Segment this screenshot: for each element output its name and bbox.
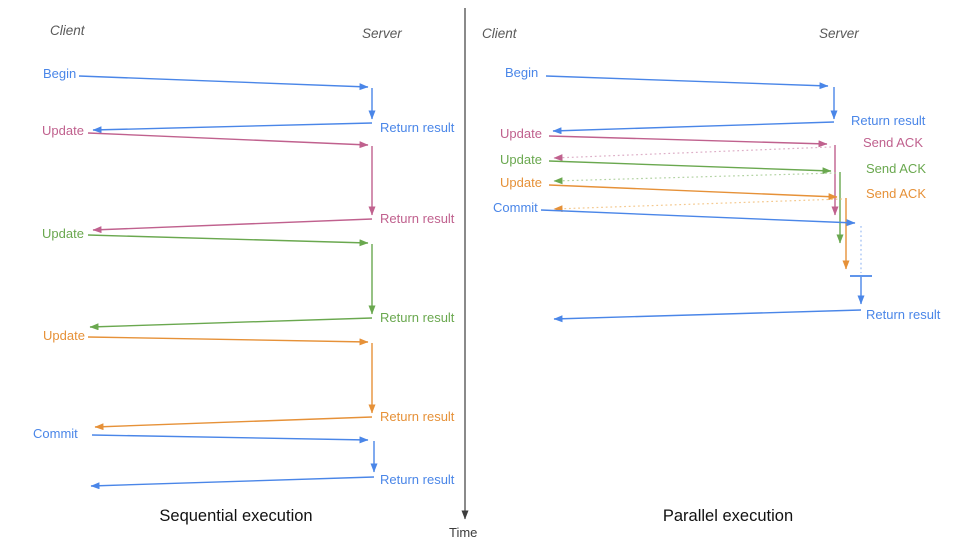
request-line-update1: [548, 135, 828, 148]
return-result-label: Return result: [380, 472, 455, 487]
request-line-update2: [87, 234, 369, 247]
left-caption: Sequential execution: [159, 507, 312, 525]
send-ack-label: Send ACK: [866, 161, 926, 176]
send-ack-label: Send ACK: [863, 135, 923, 150]
ack-line-update3: [553, 198, 843, 213]
request-line-begin: [545, 75, 829, 90]
left-panel: Client Server Begin Return result Update…: [33, 23, 455, 525]
request-line-update3: [87, 336, 369, 346]
message-label-update2: Update: [42, 226, 84, 241]
response-line-commit: [90, 476, 375, 490]
message-label-commit: Commit: [33, 426, 78, 441]
request-line-update2: [548, 160, 832, 175]
message-label-update2: Update: [500, 152, 542, 167]
send-ack-label: Send ACK: [866, 186, 926, 201]
time-axis: Time: [449, 8, 477, 540]
return-result-label: Return result: [380, 211, 455, 226]
return-result-label: Return result: [851, 113, 926, 128]
time-axis-label: Time: [449, 525, 477, 540]
message-label-update1: Update: [500, 126, 542, 141]
client-header: Client: [482, 26, 518, 41]
request-line-commit: [91, 434, 369, 444]
request-line-update1: [87, 132, 369, 149]
message-label-update3: Update: [500, 175, 542, 190]
ack-line-update2: [553, 172, 837, 185]
response-line-update1: [92, 218, 373, 234]
return-result-label: Return result: [380, 120, 455, 135]
request-line-update3: [548, 184, 838, 201]
request-line-begin: [78, 75, 369, 91]
response-line-update2: [89, 317, 373, 331]
return-result-label: Return result: [380, 409, 455, 424]
right-caption: Parallel execution: [663, 507, 793, 525]
request-line-commit: [540, 209, 856, 227]
return-result-label: Return result: [866, 307, 941, 322]
message-label-update1: Update: [42, 123, 84, 138]
message-label-commit: Commit: [493, 200, 538, 215]
response-line-update3: [94, 416, 373, 431]
ack-line-update1: [553, 146, 832, 162]
response-line-commit: [553, 309, 862, 323]
message-label-begin: Begin: [43, 66, 76, 81]
right-panel: Client Server Begin Return result Update…: [482, 26, 941, 525]
return-result-label: Return result: [380, 310, 455, 325]
message-label-begin: Begin: [505, 65, 538, 80]
server-header: Server: [819, 26, 859, 41]
response-line-begin: [552, 121, 835, 135]
message-label-update3: Update: [43, 328, 85, 343]
client-header: Client: [50, 23, 86, 38]
response-line-begin: [92, 122, 373, 134]
server-header: Server: [362, 26, 402, 41]
